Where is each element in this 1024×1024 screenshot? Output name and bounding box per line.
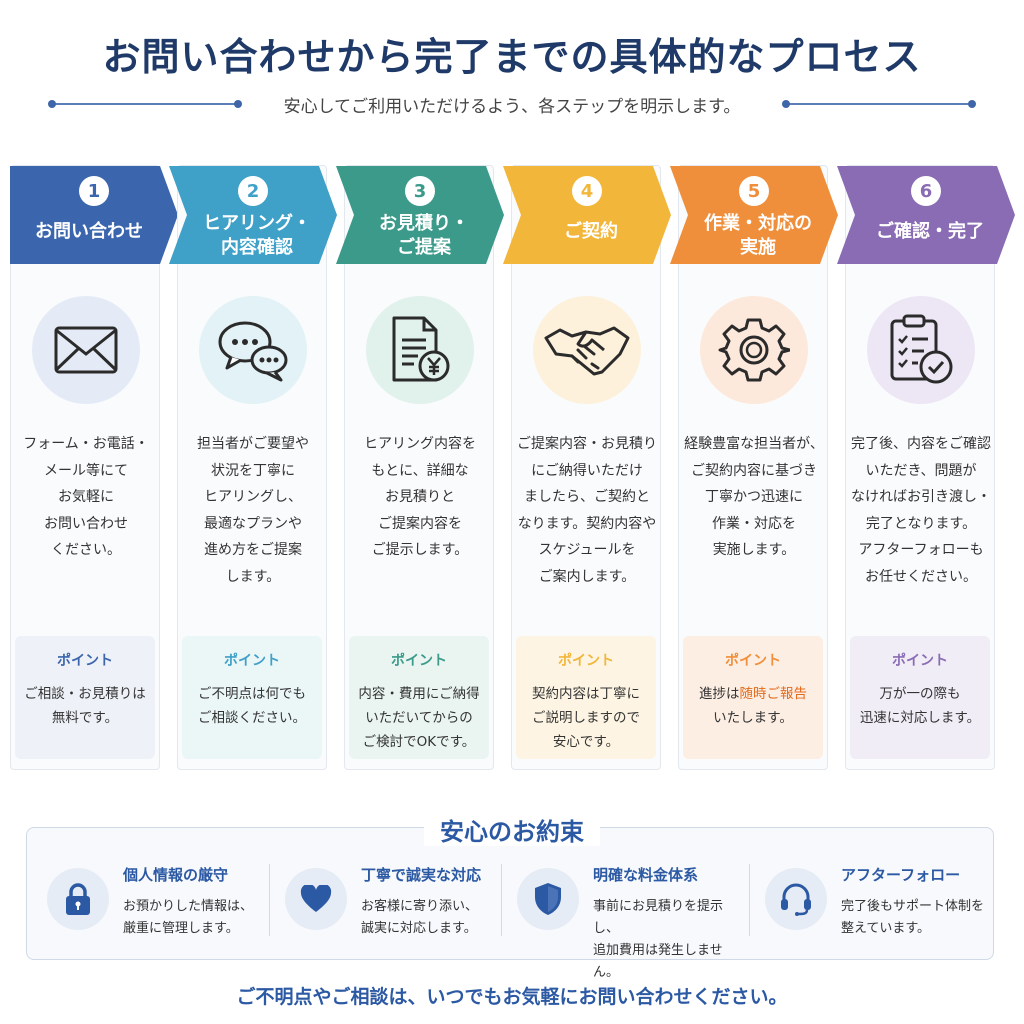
promise-item-title: アフターフォロー — [841, 866, 961, 884]
page-title: お問い合わせから完了までの具体的なプロセス — [102, 35, 922, 79]
step-description: ご提案内容・お見積り にご納得いただけ ましたら、ご契約と なります。契約内容や… — [517, 436, 657, 585]
point-title: ポイント — [725, 653, 781, 669]
step-point-box: ポイント万が一の際も 迅速に対応します。 — [850, 636, 990, 759]
promise-item-text: 完了後もサポート体制を 整えています。 — [841, 899, 985, 936]
step-number: 2 — [238, 176, 268, 206]
point-text: ご相談・お見積りは 無料です。 — [24, 686, 146, 726]
promise-item-title: 明確な料金体系 — [593, 866, 699, 884]
step-label: ヒアリング・ 内容確認 — [203, 213, 311, 258]
step-number: 4 — [572, 176, 602, 206]
point-title: ポイント — [391, 653, 447, 669]
point-text: ご不明点は何でも ご相談ください。 — [198, 686, 306, 726]
step-description: フォーム・お電話・ メール等にて お気軽に お問い合わせ ください。 — [23, 436, 149, 558]
step-description: 担当者がご要望や 状況を丁寧に ヒアリングし、 最適なプランや 進め方をご提案 … — [197, 436, 309, 585]
chat-bubbles-icon — [199, 296, 307, 404]
quote-document-yen-icon — [366, 296, 474, 404]
subtitle-line-right — [781, 100, 976, 108]
promise-item-text: 事前にお見積りを提示し、 追加費用は発生しません。 — [593, 899, 724, 980]
shield-icon — [517, 868, 579, 930]
point-text: 進捗は随時ご報告 いたします。 — [699, 686, 808, 726]
promise-title: 安心のお約束 — [0, 812, 1024, 847]
promise-divider — [749, 864, 750, 936]
promise-item-title: 個人情報の厳守 — [123, 866, 229, 884]
step-point-box: ポイントご不明点は何でも ご相談ください。 — [182, 636, 322, 759]
promise-item-2: 丁寧で誠実な対応お客様に寄り添い、 誠実に対応します。 — [285, 858, 515, 948]
step-point-box: ポイント進捗は随時ご報告 いたします。 — [683, 636, 823, 759]
step-label: 作業・対応の 実施 — [704, 213, 812, 258]
promise-item-text: お客様に寄り添い、 誠実に対応します。 — [361, 899, 479, 936]
step-2: 2 ヒアリング・ 内容確認担当者がご要望や 状況を丁寧に ヒアリングし、 最適なプ… — [169, 165, 337, 770]
subtitle-row: 安心してご利用いただけるよう、各ステップを明示します。 — [48, 92, 976, 117]
step-1-header: 1 お問い合わせ — [10, 166, 178, 264]
step-6: 6 ご確認・完了完了後、内容をご確認 いただき、問題が なければお引き渡し・ 完了… — [837, 165, 1015, 770]
promise-divider — [501, 864, 502, 936]
gear-icon — [700, 296, 808, 404]
lock-icon — [47, 868, 109, 930]
step-5-header: 5 作業・対応の 実施 — [670, 166, 838, 264]
step-point-box: ポイント内容・費用にご納得 いただいてからの ご検討でOKです。 — [349, 636, 489, 759]
promise-item-title: 丁寧で誠実な対応 — [361, 866, 482, 884]
handshake-icon — [533, 296, 641, 404]
point-text: 万が一の際も 迅速に対応します。 — [859, 686, 981, 726]
step-3: 3 お見積り・ ご提案ヒアリング内容を もとに、詳細な お見積りと ご提案内容を … — [336, 165, 504, 770]
step-description: 完了後、内容をご確認 いただき、問題が なければお引き渡し・ 完了となります。 … — [851, 436, 991, 585]
step-description: ヒアリング内容を もとに、詳細な お見積りと ご提案内容を ご提示します。 — [364, 436, 476, 558]
promise-item-1: 個人情報の厳守お預かりした情報は、 厳重に管理します。 — [47, 858, 277, 948]
promise-section: 個人情報の厳守お預かりした情報は、 厳重に管理します。丁寧で誠実な対応お客様に寄… — [26, 827, 995, 980]
step-label: お問い合わせ — [35, 221, 143, 242]
subtitle: 安心してご利用いただけるよう、各ステップを明示します。 — [283, 96, 741, 117]
step-4-header: 4 ご契約 — [503, 166, 671, 264]
step-number: 6 — [911, 176, 941, 206]
headset-icon — [765, 868, 827, 930]
step-label: ご確認・完了 — [876, 221, 984, 242]
promise-item-text: お預かりした情報は、 厳重に管理します。 — [123, 899, 254, 936]
subtitle-line-left — [48, 100, 242, 108]
clipboard-check-icon — [867, 296, 975, 404]
step-label: ご契約 — [564, 221, 618, 242]
step-number: 5 — [739, 176, 769, 206]
promise-item-4: アフターフォロー完了後もサポート体制を 整えています。 — [765, 858, 995, 948]
point-title: ポイント — [558, 653, 614, 669]
process-steps: 1 お問い合わせフォーム・お電話・ メール等にて お気軽に お問い合わせ ください… — [10, 165, 1015, 770]
promise-item-3: 明確な料金体系事前にお見積りを提示し、 追加費用は発生しません。 — [517, 858, 747, 980]
step-point-box: ポイントご相談・お見積りは 無料です。 — [15, 636, 155, 759]
promise-divider — [269, 864, 270, 936]
step-5: 5 作業・対応の 実施経験豊富な担当者が、 ご契約内容に基づき 丁寧かつ迅速に 作… — [670, 165, 838, 770]
point-text: 契約内容は丁寧に ご説明しますので 安心です。 — [532, 686, 640, 750]
footer-message: ご不明点やご相談は、いつでもお気軽にお問い合わせください。 — [236, 986, 788, 1008]
step-2-header: 2 ヒアリング・ 内容確認 — [169, 166, 337, 264]
point-text: 内容・費用にご納得 いただいてからの ご検討でOKです。 — [358, 686, 480, 750]
step-description: 経験豊富な担当者が、 ご契約内容に基づき 丁寧かつ迅速に 作業・対応を 実施しま… — [684, 436, 824, 558]
point-highlight: 随時ご報告 — [739, 686, 808, 702]
point-title: ポイント — [57, 653, 113, 669]
point-title: ポイント — [892, 653, 948, 669]
step-4: 4 ご契約ご提案内容・お見積り にご納得いただけ ましたら、ご契約と なります。契… — [503, 165, 671, 770]
step-1: 1 お問い合わせフォーム・お電話・ メール等にて お気軽に お問い合わせ ください… — [10, 165, 178, 770]
step-number: 3 — [405, 176, 435, 206]
point-title: ポイント — [224, 653, 280, 669]
envelope-icon — [32, 296, 140, 404]
step-6-header: 6 ご確認・完了 — [837, 166, 1015, 264]
step-number: 1 — [79, 176, 109, 206]
step-label: お見積り・ ご提案 — [379, 213, 469, 258]
step-3-header: 3 お見積り・ ご提案 — [336, 166, 504, 264]
step-point-box: ポイント契約内容は丁寧に ご説明しますので 安心です。 — [516, 636, 656, 759]
heart-icon — [285, 868, 347, 930]
